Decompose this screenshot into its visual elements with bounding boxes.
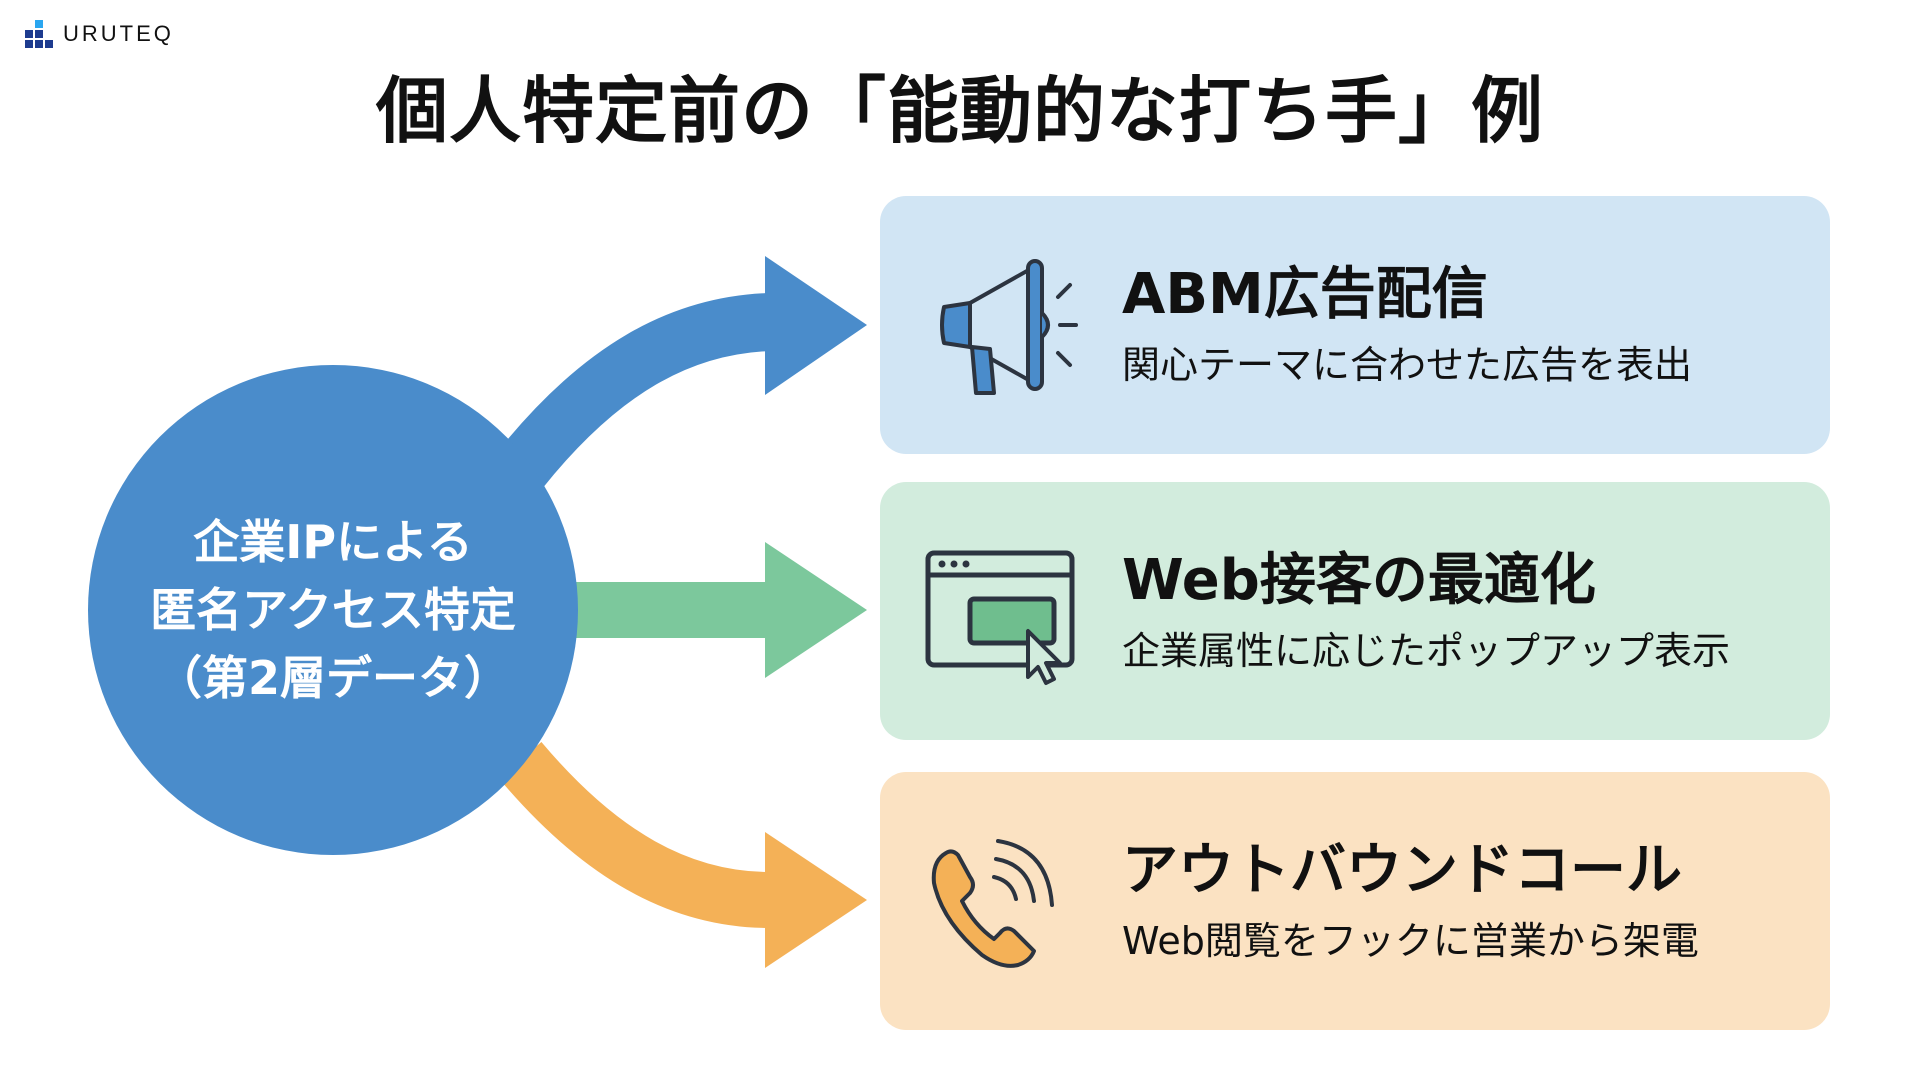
card-web-optimization: Web接客の最適化 企業属性に応じたポップアップ表示 [880, 482, 1830, 740]
card-title: Web接客の最適化 [1122, 548, 1596, 613]
hub-line-2: 匿名アクセス特定 [150, 583, 516, 637]
megaphone-icon [940, 259, 1078, 395]
bar-blocks-logo-icon [25, 20, 53, 48]
logo: URUTEQ [25, 20, 174, 48]
card-abm-ads: ABM広告配信 関心テーマに合わせた広告を表出 [880, 196, 1830, 454]
phone-icon [931, 839, 1054, 968]
page-title: 個人特定前の「能動的な打ち手」例 [375, 69, 1544, 153]
card-subtitle: 関心テーマに合わせた広告を表出 [1122, 343, 1693, 387]
card-outbound-call: アウトバウンドコール Web閲覧をフックに営業から架電 [880, 772, 1830, 1030]
card-subtitle: 企業属性に応じたポップアップ表示 [1122, 629, 1731, 673]
card-title: アウトバウンドコール [1122, 838, 1682, 903]
blue-arrow [497, 256, 867, 489]
hub-circle: 企業IPによる 匿名アクセス特定 （第2層データ） [88, 365, 578, 855]
card-subtitle: Web閲覧をフックに営業から架電 [1122, 919, 1699, 963]
browser-popup-icon [925, 550, 1075, 685]
green-arrow [570, 542, 867, 678]
hub-line-3: （第2層データ） [155, 651, 510, 705]
orange-arrow [498, 741, 867, 968]
card-title: ABM広告配信 [1122, 262, 1488, 327]
logo-text: URUTEQ [63, 21, 174, 46]
hub-line-1: 企業IPによる [193, 515, 473, 569]
